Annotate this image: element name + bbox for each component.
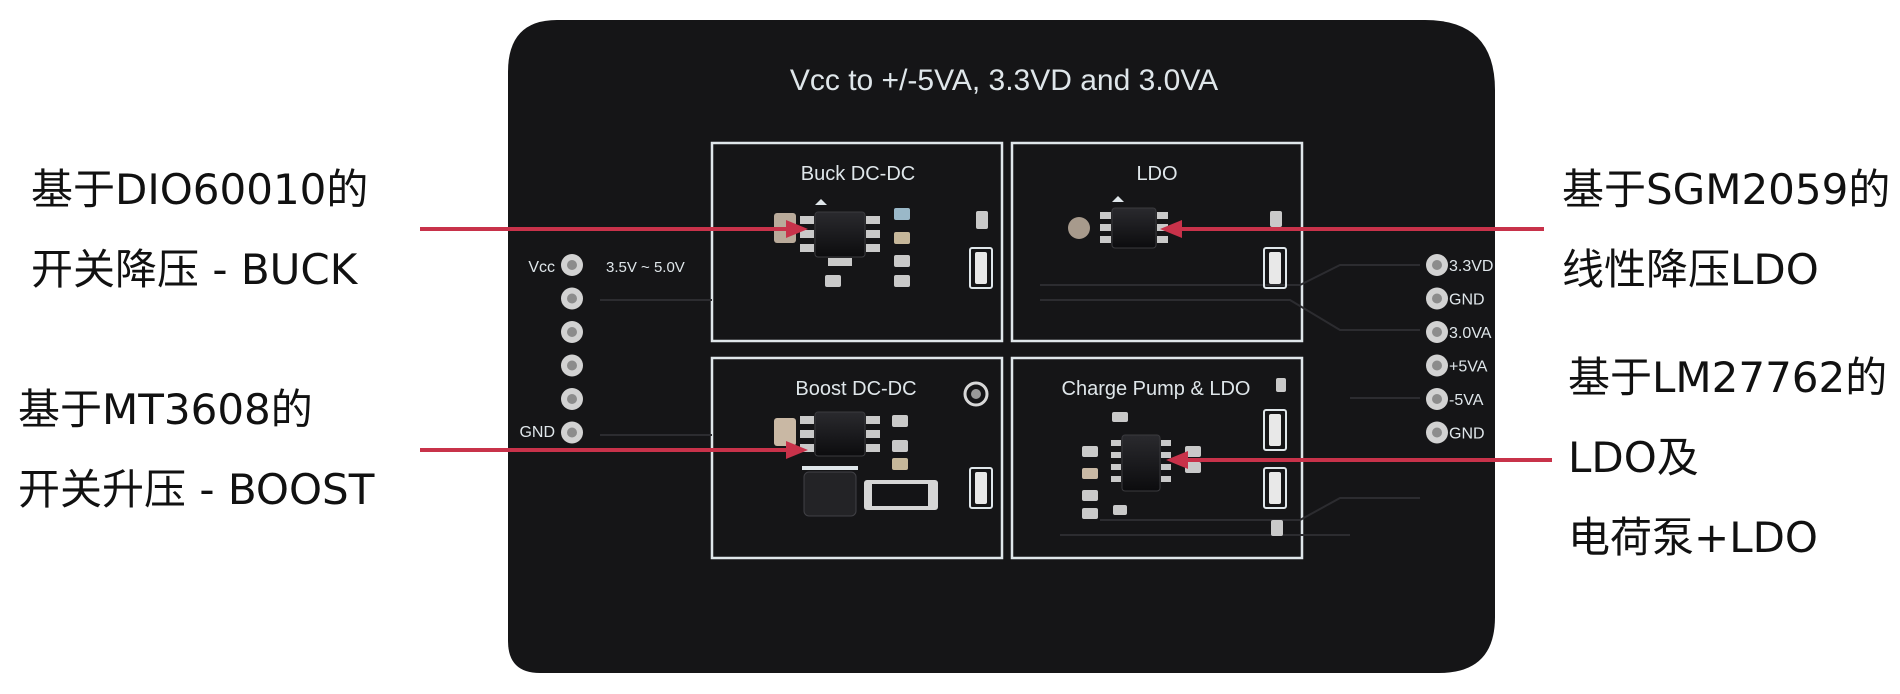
buck-callout-line1: 基于DIO60010的 — [31, 165, 369, 214]
boost-arrow-head — [786, 441, 808, 459]
output-header-pin — [1426, 321, 1448, 343]
charge-pump-components — [1082, 378, 1287, 536]
output-header: 3.3VD GND 3.0VA +5VA -5VA GND — [1426, 254, 1493, 444]
buck-ic — [814, 211, 866, 258]
boost-callout: 基于MT3608的 开关升压 - BOOST — [18, 370, 374, 530]
input-header: Vcc 3.5V ~ 5.0V GND — [519, 254, 685, 444]
output-pin-label: -5VA — [1449, 392, 1484, 409]
ldo-section-title: LDO — [1136, 163, 1177, 185]
input-vcc-label: Vcc — [528, 259, 555, 276]
input-header-pin — [561, 421, 583, 444]
ldo-section-outline — [1010, 141, 1304, 343]
board-title: Vcc to +/-5VA, 3.3VD and 3.0VA — [790, 64, 1218, 97]
ldo-callout-line2: 线性降压LDO — [1562, 245, 1819, 294]
input-voltage-range: 3.5V ~ 5.0V — [606, 259, 685, 276]
ldo-ic — [1111, 207, 1157, 249]
boost-components — [774, 381, 993, 517]
boost-callout-line1: 基于MT3608的 — [18, 385, 313, 434]
output-header-pin — [1426, 254, 1448, 276]
input-gnd-label: GND — [519, 424, 555, 441]
charge-pump-callout: 基于LM27762的 LDO及 电荷泵+LDO — [1568, 338, 1887, 578]
ldo-callout-line1: 基于SGM2059的 — [1562, 165, 1891, 214]
input-header-pin — [561, 354, 583, 377]
boost-section-outline — [710, 356, 1004, 560]
boost-inductor — [803, 471, 857, 517]
input-header-pin — [561, 388, 583, 410]
boost-callout-line2: 开关升压 - BOOST — [18, 465, 375, 514]
charge-pump-ic — [1121, 434, 1161, 492]
output-header-pin — [1426, 388, 1448, 410]
buck-section-title: Buck DC-DC — [801, 163, 915, 185]
callout-arrows — [420, 220, 1552, 469]
buck-section-outline — [710, 141, 1004, 343]
buck-arrow-head — [786, 220, 808, 238]
output-header-pin — [1426, 354, 1448, 377]
charge-pump-callout-line3: 电荷泵+LDO — [1568, 513, 1818, 562]
charge-pump-callout-line2: LDO及 — [1568, 433, 1699, 482]
output-pin-label: GND — [1449, 292, 1485, 309]
charge-pump-arrow-head — [1166, 451, 1188, 469]
input-header-pin — [561, 254, 583, 276]
input-header-pin — [561, 321, 583, 343]
ldo-components — [1068, 196, 1287, 289]
output-header-pin — [1426, 421, 1448, 444]
boost-ic — [814, 411, 866, 457]
pcb-traces — [600, 264, 1420, 536]
input-header-pin — [561, 287, 583, 310]
ldo-arrow-head — [1160, 220, 1182, 238]
buck-callout: 基于DIO60010的 开关降压 - BUCK — [31, 150, 368, 310]
output-pin-label: 3.0VA — [1449, 325, 1492, 342]
buck-callout-line2: 开关降压 - BUCK — [31, 245, 358, 294]
charge-pump-callout-line1: 基于LM27762的 — [1568, 353, 1888, 402]
output-pin-label: +5VA — [1449, 359, 1488, 376]
output-pin-label: 3.3VD — [1449, 258, 1493, 275]
charge-pump-section-title: Charge Pump & LDO — [1062, 378, 1251, 400]
output-pin-label: GND — [1449, 426, 1485, 443]
boost-section-title: Boost DC-DC — [795, 378, 916, 400]
output-header-pin — [1426, 287, 1448, 310]
pcb-board — [508, 20, 1495, 673]
ldo-callout: 基于SGM2059的 线性降压LDO — [1562, 150, 1890, 310]
